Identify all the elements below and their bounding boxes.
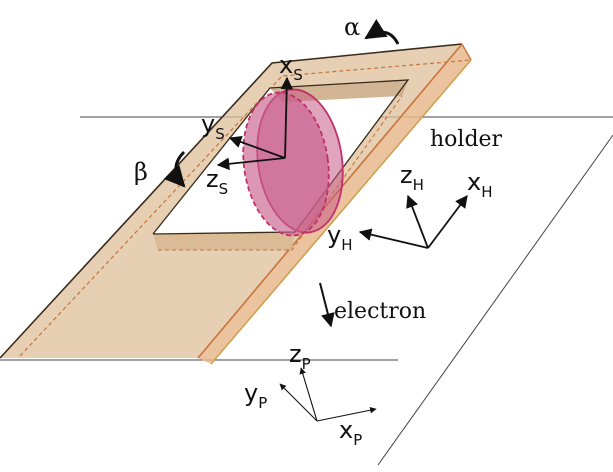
plane-axes bbox=[279, 367, 377, 422]
beta-label: β bbox=[134, 158, 148, 186]
sample-z-label: zS bbox=[206, 165, 228, 198]
plane-y-axis-arrow bbox=[279, 383, 318, 422]
holder-right-lower-edge bbox=[210, 59, 472, 365]
plane-right-edge bbox=[377, 134, 613, 466]
window-hidden-edges bbox=[158, 95, 403, 251]
plane-x-label: xP bbox=[339, 416, 362, 449]
holder-x-label: xH bbox=[467, 168, 492, 201]
holder-z-label: zH bbox=[400, 161, 424, 194]
sample-front-face bbox=[242, 91, 330, 237]
sample-x-label: xS bbox=[279, 51, 303, 84]
alpha-label: α bbox=[344, 13, 360, 41]
holder-x-axis-arrow bbox=[427, 194, 468, 249]
sample-axes bbox=[216, 76, 294, 171]
alpha-rotation-arrow bbox=[364, 18, 400, 45]
beta-rotation-arrow bbox=[163, 150, 186, 188]
holder-corner-edge bbox=[461, 43, 472, 61]
sample-x-axis-arrow bbox=[280, 76, 294, 159]
holder-z-axis-arrow bbox=[406, 194, 429, 249]
window-near-wall bbox=[153, 232, 295, 250]
plane-y-label: yP bbox=[244, 379, 267, 412]
electron-arrow bbox=[319, 282, 335, 328]
holder-y-axis-arrow bbox=[358, 228, 429, 249]
plane-z-label: zP bbox=[289, 340, 311, 373]
holder-label: holder bbox=[430, 127, 503, 152]
holder-axes bbox=[358, 194, 468, 249]
sample-y-label: yS bbox=[201, 110, 225, 143]
electron-label: electron bbox=[334, 299, 426, 324]
holder-hidden-edges bbox=[19, 59, 472, 357]
sample-z-axis-arrow bbox=[216, 157, 286, 171]
holder-outline-top bbox=[0, 43, 463, 359]
plane-x-axis-arrow bbox=[316, 406, 377, 422]
holder-y-label: yH bbox=[327, 221, 352, 254]
sample-disk bbox=[242, 88, 344, 237]
plane-z-axis-arrow bbox=[299, 367, 318, 422]
sample-y-axis-arrow bbox=[228, 135, 286, 159]
